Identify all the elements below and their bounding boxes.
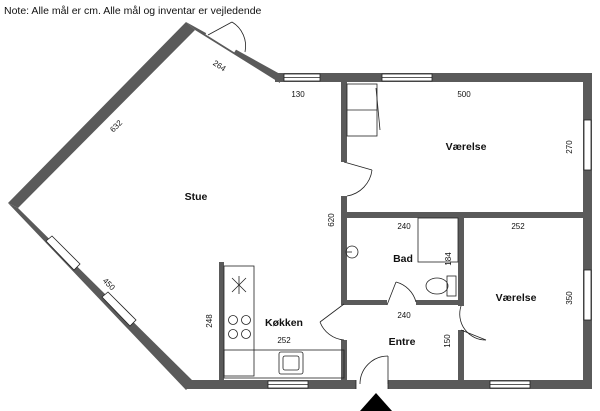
dim-240-bad: 240 xyxy=(397,222,411,231)
stove-burner-2 xyxy=(241,315,251,325)
dim-620: 620 xyxy=(327,213,336,227)
wall-top-slope xyxy=(186,22,280,83)
window-right-lower xyxy=(583,269,592,321)
kitchen-counter-bottom xyxy=(223,349,345,379)
fixtures xyxy=(223,83,459,379)
wall-bad-bottom-left xyxy=(341,300,387,305)
dim-130: 130 xyxy=(291,90,305,99)
room-label-entre: Entre xyxy=(389,336,416,348)
dim-150: 150 xyxy=(443,334,452,348)
doors xyxy=(205,21,487,389)
wall-stue-room-upper xyxy=(341,82,347,162)
toilet-bowl xyxy=(425,277,449,295)
dim-248: 248 xyxy=(205,314,214,328)
kitchen-counter xyxy=(223,265,255,377)
room-label-bad: Bad xyxy=(393,253,413,265)
shower xyxy=(417,217,459,263)
wall-kitchen-left xyxy=(219,262,224,382)
wall-right xyxy=(583,73,592,389)
dim-184: 184 xyxy=(444,252,453,266)
window-right-upper xyxy=(583,119,592,171)
kitchen-sink xyxy=(278,351,304,375)
room-label-vaerelse-top: Værelse xyxy=(446,141,487,153)
wall-bad-bottom-right xyxy=(416,300,464,305)
wall-stue-room-lower xyxy=(341,196,347,304)
dim-270: 270 xyxy=(565,140,574,154)
window-diagonal-1 xyxy=(45,235,81,271)
wall-bottom xyxy=(186,380,592,389)
dim-252-koekken: 252 xyxy=(277,336,291,345)
dim-632: 632 xyxy=(108,118,124,134)
dim-264: 264 xyxy=(211,58,228,73)
wall-bad-vaerelse xyxy=(458,212,464,306)
dim-500: 500 xyxy=(457,90,471,99)
stove-burner-3 xyxy=(228,329,238,339)
stove-burner-1 xyxy=(228,315,238,325)
entrance-arrow xyxy=(360,393,392,411)
interior-walls xyxy=(341,82,587,384)
wall-diagonal-bottom xyxy=(8,203,194,390)
wall-diagonal-top xyxy=(8,22,195,208)
room-label-stue: Stue xyxy=(185,191,208,203)
windows xyxy=(45,73,592,389)
wall-top-room xyxy=(336,73,592,82)
room-label-vaerelse-bottom: Værelse xyxy=(496,292,537,304)
window-diagonal-2 xyxy=(101,291,137,327)
plan-note: Note: Alle mål er cm. Alle mål og invent… xyxy=(4,5,262,17)
dim-252-vaerelse: 252 xyxy=(511,222,525,231)
room-label-koekken: Køkken xyxy=(265,317,303,329)
dim-350: 350 xyxy=(565,291,574,305)
dim-240-entre: 240 xyxy=(397,311,411,320)
wall-entre-right xyxy=(458,330,464,384)
dim-450: 450 xyxy=(101,276,117,292)
bath-sink xyxy=(345,245,359,259)
toilet-tank xyxy=(446,275,457,297)
stove-burner-4 xyxy=(241,329,251,339)
